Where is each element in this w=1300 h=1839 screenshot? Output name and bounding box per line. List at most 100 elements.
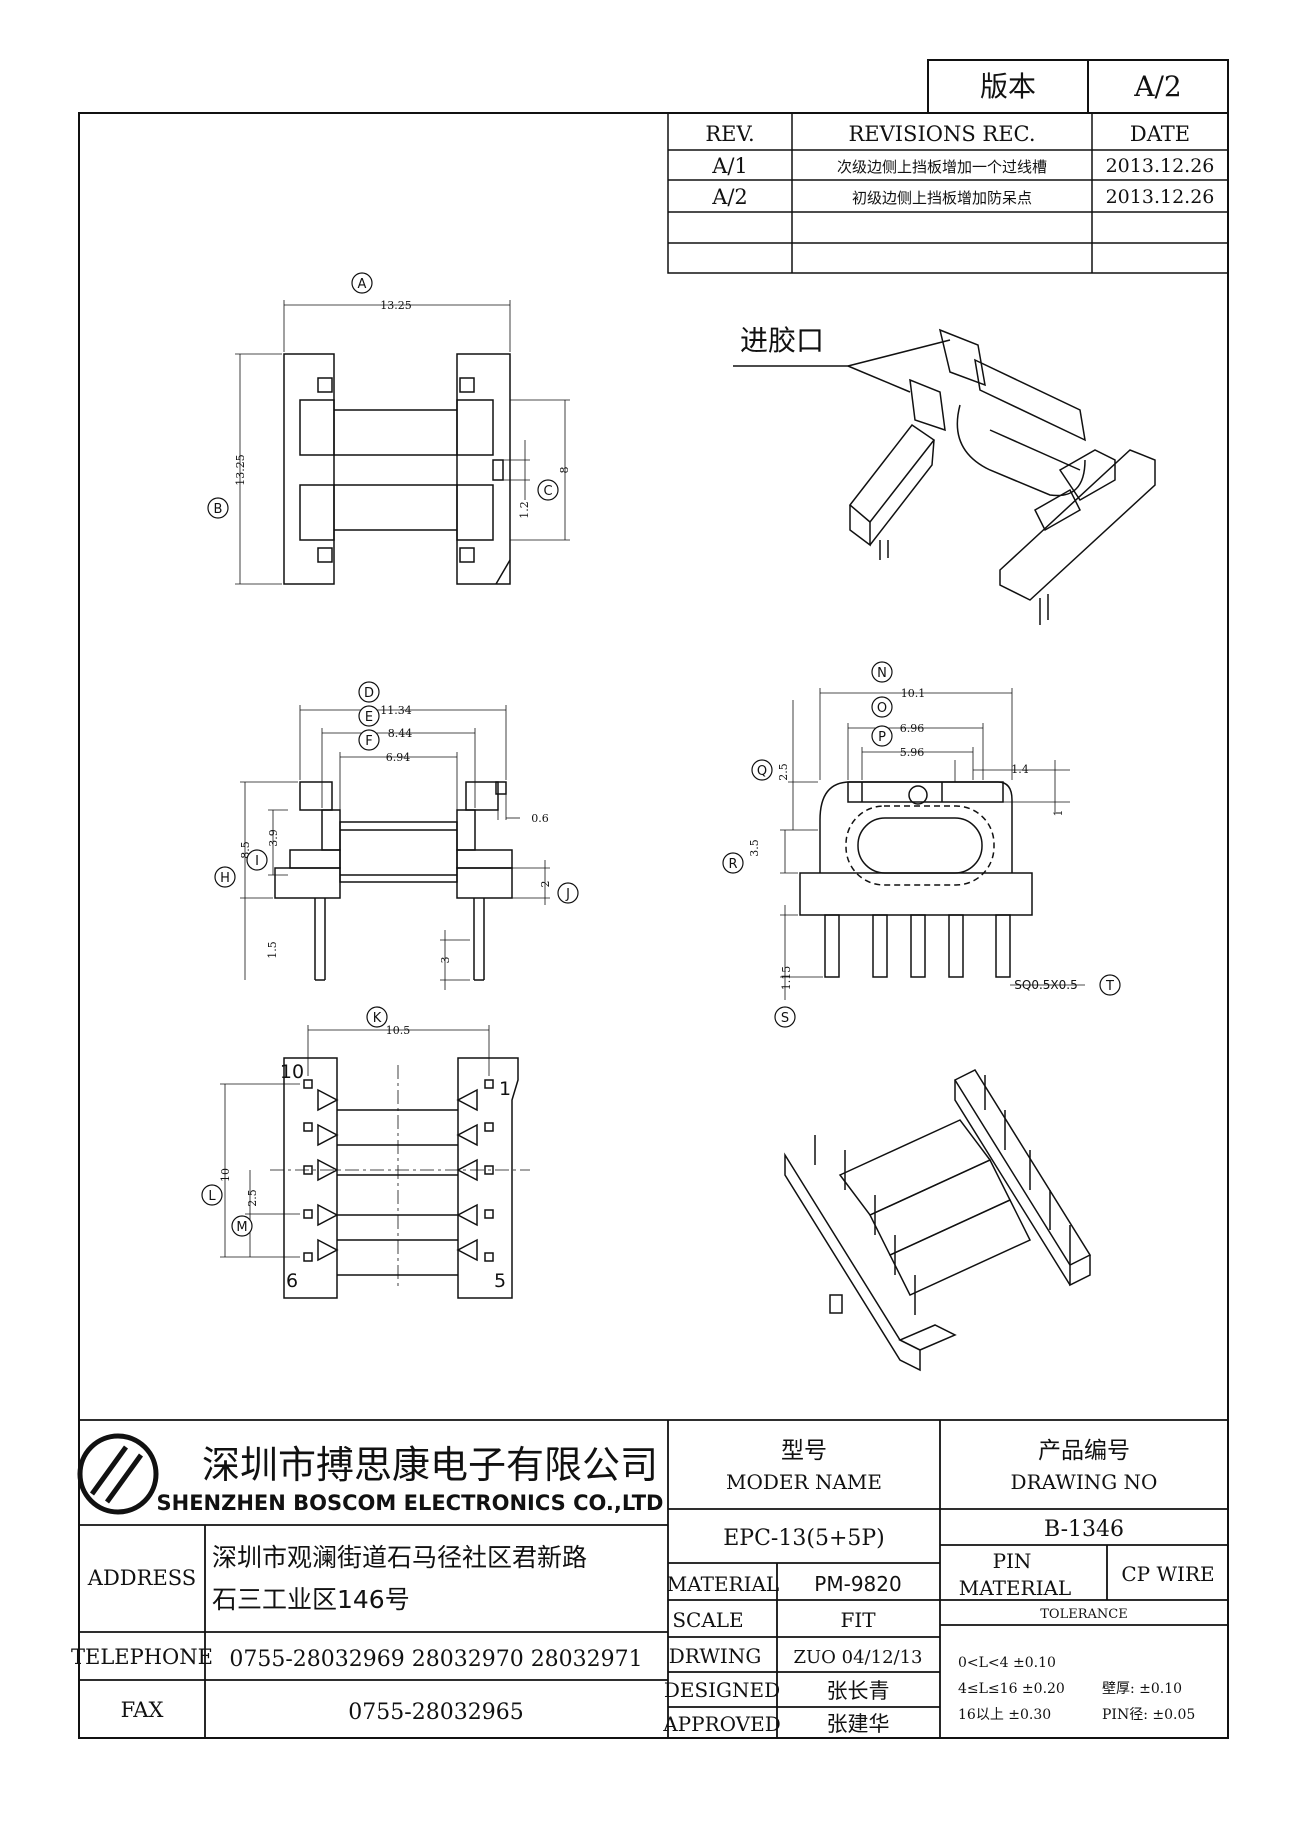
dim-B-value: 13.25 <box>234 454 247 486</box>
date-header: DATE <box>1130 122 1190 146</box>
pin-material-label: MATERIAL <box>959 1576 1071 1600</box>
dim-I: I 3.9 <box>246 829 280 871</box>
dim-B-letter: B <box>214 502 223 517</box>
telephone-label: TELEPHONE <box>71 1645 213 1669</box>
drawing-label-cn: 产品编号 <box>1038 1438 1130 1464</box>
dim-M-value: 2.5 <box>246 1189 259 1207</box>
dim-E: E 8.44 <box>358 705 413 740</box>
dim-A-letter: A <box>358 277 367 292</box>
dim-E-letter: E <box>365 710 373 725</box>
rec-header: REVISIONS REC. <box>848 122 1035 146</box>
dim-P-value: 5.96 <box>900 746 925 759</box>
dim-3-value: 3 <box>439 957 452 964</box>
drawing-label-en: DRAWING NO <box>1011 1470 1158 1494</box>
dim-F-value: 6.94 <box>386 751 411 764</box>
rev-row-2-rec: 初级边侧上挡板增加防呆点 <box>852 189 1032 207</box>
dim-D-letter: D <box>364 686 374 701</box>
dim-K-letter: K <box>373 1011 382 1026</box>
drawing-frame <box>78 112 1229 1739</box>
dim-R: R 3.5 <box>722 839 761 874</box>
dim-J-letter: J <box>565 887 570 902</box>
bottom-view-dimensions <box>220 1025 530 1290</box>
dim-A: A 13.25 <box>351 272 412 312</box>
dim-B: B 13.25 <box>207 454 247 519</box>
dim-J: J 2 <box>539 881 579 904</box>
dim-T-value: SQ0.5X0.5 <box>1014 978 1077 992</box>
dim-F-letter: F <box>365 734 372 749</box>
address-line-2: 石三工业区146号 <box>212 1585 410 1614</box>
dim-M-letter: M <box>236 1220 247 1235</box>
rev-row-1-rev: A/1 <box>711 154 748 178</box>
rev-row-1-date: 2013.12.26 <box>1106 155 1215 177</box>
drwing-label: DRWING <box>669 1644 762 1668</box>
scale-value: FIT <box>840 1608 876 1632</box>
dim-C: C 8 1.2 <box>518 467 571 519</box>
revisions-table <box>667 112 1229 274</box>
pin-label: PIN <box>993 1549 1032 1573</box>
dim-I-value: 3.9 <box>267 829 280 847</box>
pin-label-5: 5 <box>494 1270 506 1292</box>
dim-1-4-value: 1.4 <box>1011 763 1029 776</box>
dim-K-value: 10.5 <box>386 1024 411 1037</box>
dim-O: O 6.96 <box>871 696 925 735</box>
dim-S: S 1.15 <box>774 966 796 1028</box>
dim-E-value: 8.44 <box>388 727 413 740</box>
dim-L-letter: L <box>208 1189 216 1204</box>
designed-value: 张长青 <box>827 1679 890 1703</box>
title-block-grid <box>79 1419 1228 1738</box>
pin-label-1: 1 <box>499 1078 511 1100</box>
tolerance-row-2: 4≤L≤16 ±0.20 <box>958 1681 1065 1697</box>
isometric-view-top <box>733 328 1156 625</box>
dim-N-letter: N <box>877 666 887 681</box>
dim-I-letter: I <box>255 854 259 869</box>
top-view <box>283 353 511 585</box>
dim-D-value: 11.34 <box>380 704 412 717</box>
address-label: ADDRESS <box>87 1566 196 1590</box>
pin-label-6: 6 <box>286 1270 298 1292</box>
drwing-value: ZUO 04/12/13 <box>794 1647 923 1668</box>
tolerance-row-3: 16以上 ±0.30 <box>958 1707 1051 1723</box>
rev-row-1-rec: 次级边侧上挡板增加一个过线槽 <box>837 158 1047 176</box>
dim-F: F 6.94 <box>358 729 411 764</box>
dim-M: M 2.5 <box>231 1189 259 1237</box>
dim-P: P 5.96 <box>871 725 925 759</box>
dim-O-value: 6.96 <box>900 722 925 735</box>
fax-value: 0755-28032965 <box>348 1700 523 1725</box>
side-view-dimensions <box>780 688 1085 1000</box>
dim-L: L 10 <box>201 1168 232 1206</box>
model-label-cn: 型号 <box>781 1438 827 1464</box>
company-name-en: SHENZHEN BOSCOM ELECTRONICS CO.,LTD <box>157 1491 664 1515</box>
dim-D: D 11.34 <box>358 681 412 717</box>
wall-thickness-tolerance: 壁厚: ±0.10 <box>1102 1681 1182 1697</box>
material-label: MATERIAL <box>667 1572 779 1596</box>
version-label: 版本 <box>980 70 1036 103</box>
material-value: PM-9820 <box>814 1572 901 1596</box>
dim-N: N 10.1 <box>871 661 926 700</box>
gate-callout-label: 进胶口 <box>740 324 824 357</box>
address-line-1: 深圳市观澜街道石马径社区君新路 <box>212 1543 587 1572</box>
dim-0-6-value: 0.6 <box>531 812 549 825</box>
dim-S-letter: S <box>781 1011 789 1026</box>
rev-row-2-rev: A/2 <box>711 185 748 209</box>
tolerance-row-1: 0<L<4 ±0.10 <box>958 1655 1056 1671</box>
dim-L-value: 10 <box>219 1168 232 1182</box>
dim-N-value: 10.1 <box>901 687 926 700</box>
version-value: A/2 <box>1133 70 1181 103</box>
model-value: EPC-13(5+5P) <box>723 1526 885 1551</box>
dim-C-letter: C <box>543 484 552 499</box>
dim-T: T SQ0.5X0.5 <box>1014 974 1121 996</box>
designed-label: DESIGNED <box>664 1678 780 1702</box>
bottom-view <box>283 1057 519 1299</box>
pin-material-value: CP WIRE <box>1121 1562 1214 1586</box>
side-view <box>799 781 1033 978</box>
dim-T-letter: T <box>1105 979 1114 994</box>
dim-K: K 10.5 <box>366 1006 411 1037</box>
dim-O-letter: O <box>877 701 887 716</box>
fax-label: FAX <box>121 1698 164 1722</box>
dim-1-5-value: 1.5 <box>266 941 279 959</box>
tolerance-label: TOLERANCE <box>1040 1607 1127 1622</box>
isometric-view-bottom <box>784 1069 1092 1372</box>
dim-Q: Q 2.5 <box>751 759 790 781</box>
dim-P-letter: P <box>878 730 886 745</box>
